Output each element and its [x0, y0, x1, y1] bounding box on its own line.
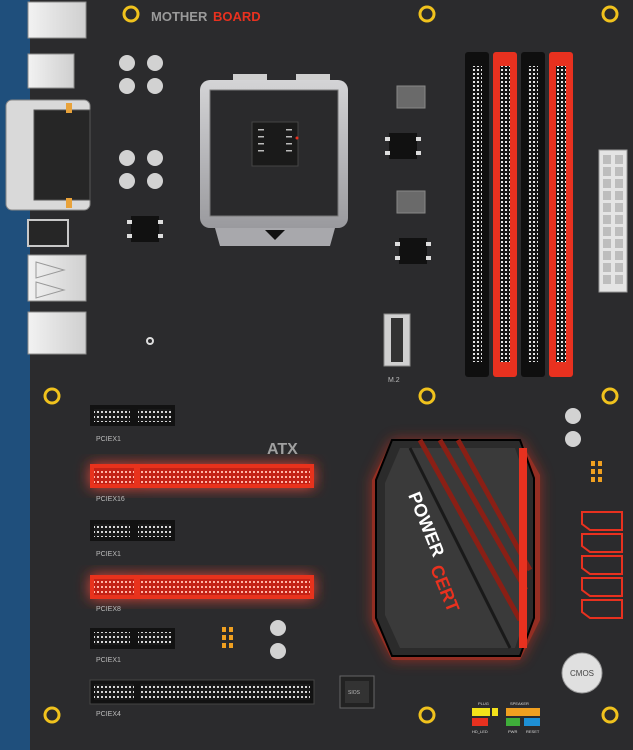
header-label-reset: RESET	[526, 729, 540, 734]
mount-hole	[601, 5, 619, 23]
bios-chip: SIOS	[339, 675, 375, 709]
mount-hole	[601, 387, 619, 405]
mount-hole	[601, 706, 619, 724]
mosfet	[127, 216, 163, 242]
sata-ports	[581, 511, 623, 619]
bios-chip-label: SIOS	[348, 690, 361, 696]
pcie-label: PCIEX4	[96, 711, 121, 718]
hdmi-port	[27, 219, 69, 247]
m2-label: M.2	[388, 377, 400, 384]
capacitor	[147, 150, 163, 166]
m2-slot: M.2	[383, 313, 411, 384]
front-panel-header: PLUG SPEAKER HD_LED PWR RESET	[472, 701, 540, 734]
cmos-label: CMOS	[570, 669, 594, 678]
ram-slot	[549, 52, 573, 377]
mount-hole	[43, 387, 61, 405]
mounting-holes	[43, 5, 619, 724]
capacitors-group-top	[119, 55, 163, 345]
mount-hole	[418, 387, 436, 405]
cmos-battery: CMOS	[561, 652, 603, 694]
mosfet	[385, 133, 421, 159]
pcie-slot-x4	[89, 679, 315, 705]
lan-port	[27, 311, 87, 355]
mosfet	[395, 238, 431, 264]
sata-port	[581, 511, 623, 531]
mosfet-group	[127, 85, 431, 264]
atx-power-connector	[598, 149, 628, 293]
small-chip	[396, 85, 426, 109]
usb-port	[27, 1, 87, 39]
pcie-slot-x1	[90, 405, 175, 426]
ram-slot	[493, 52, 517, 377]
capacitor	[565, 408, 581, 424]
pcie-slot-x1	[90, 628, 175, 649]
capacitor	[119, 173, 135, 189]
pcie-slots: PCIEX1 PCIEX16 PCIEX1 PCIEX8 PCIEX1	[89, 405, 315, 718]
brand-mother: MOTHER	[151, 9, 208, 24]
pcie-slot-x16	[90, 464, 314, 488]
capacitor	[565, 431, 581, 447]
mount-hole	[43, 706, 61, 724]
sata-port	[581, 533, 623, 553]
rear-io-panel	[5, 1, 91, 355]
capacitor	[270, 620, 286, 636]
capacitor	[119, 150, 135, 166]
brand-board: BOARD	[213, 9, 261, 24]
capacitor	[147, 78, 163, 94]
jumper	[591, 461, 602, 482]
jumper	[222, 627, 233, 648]
chipset-heatsink: POWER CERT	[372, 438, 540, 660]
pcie-label: PCIEX1	[96, 657, 121, 664]
vga-screw	[66, 198, 72, 208]
audio-port-symbol	[35, 261, 66, 299]
sata-port	[581, 599, 623, 619]
ram-slot	[465, 52, 489, 377]
pcie-label: PCIEX1	[96, 436, 121, 443]
form-factor-label: ATX	[267, 441, 298, 458]
mount-hole	[418, 5, 436, 23]
small-chip	[396, 190, 426, 214]
ram-slot	[521, 52, 545, 377]
header-label-hdled: HD_LED	[472, 729, 488, 734]
pcie-label: PCIEX8	[96, 606, 121, 613]
vga-port	[33, 109, 91, 201]
socket-pins	[258, 129, 292, 152]
pcie-label: PCIEX16	[96, 496, 125, 503]
mount-hole	[122, 5, 140, 23]
usb-port	[27, 53, 75, 89]
pcie-label: PCIEX1	[96, 551, 121, 558]
capacitor	[119, 55, 135, 71]
capacitor	[270, 643, 286, 659]
vga-screw	[66, 103, 72, 113]
capacitor	[147, 55, 163, 71]
sata-port	[581, 555, 623, 575]
header-label-pwr: PWR	[508, 729, 517, 734]
capacitor	[119, 78, 135, 94]
socket-arrow	[265, 230, 285, 240]
sata-port	[581, 577, 623, 597]
ram-slots	[465, 52, 573, 377]
cpu-socket	[200, 74, 348, 246]
pcie-slot-x8	[90, 575, 314, 599]
mount-hole	[418, 706, 436, 724]
capacitor	[147, 173, 163, 189]
small-capacitor	[146, 337, 154, 345]
header-label-speaker: SPEAKER	[510, 701, 529, 706]
pcie-slot-x1	[90, 520, 175, 541]
header-label-plug: PLUG	[478, 701, 489, 706]
